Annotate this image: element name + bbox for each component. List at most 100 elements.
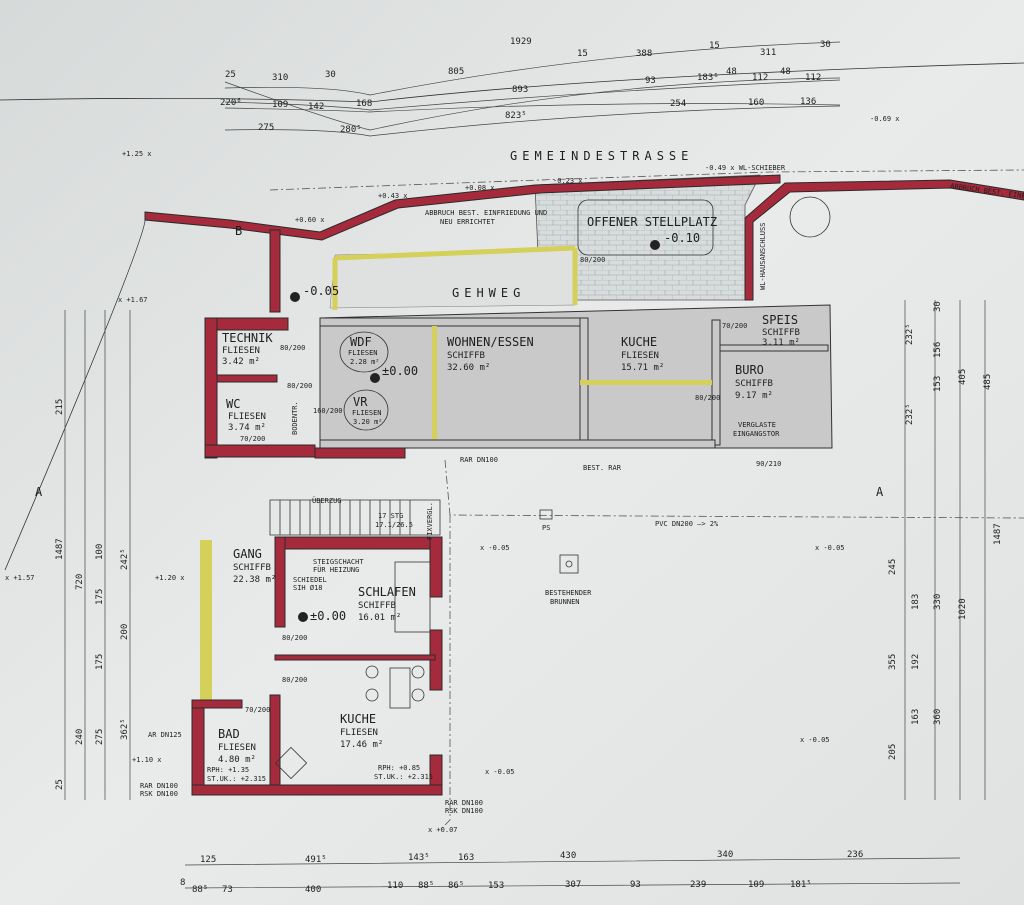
svg-text:SCHIFFB: SCHIFFB	[735, 379, 773, 389]
svg-text:30: 30	[820, 40, 831, 50]
sewer-line-south	[439, 515, 451, 831]
svg-text:+1.25 x: +1.25 x	[122, 150, 152, 158]
svg-text:+1.20 x: +1.20 x	[155, 574, 185, 582]
svg-text:80/200: 80/200	[287, 382, 312, 390]
svg-text:362⁵: 362⁵	[120, 718, 130, 740]
dimension-lines-right	[904, 300, 986, 800]
svg-text:192: 192	[911, 654, 921, 670]
svg-text:-0.23 x: -0.23 x	[553, 177, 583, 185]
svg-text:86⁵: 86⁵	[448, 881, 464, 891]
svg-text:110: 110	[387, 881, 403, 891]
svg-text:1487: 1487	[55, 538, 65, 560]
svg-text:FLIESEN: FLIESEN	[340, 728, 378, 738]
fence-wall-north	[144, 174, 781, 241]
svg-text:+1.10 x: +1.10 x	[132, 756, 162, 764]
boundary-line	[269, 169, 1024, 191]
svg-text:FLIESEN: FLIESEN	[621, 351, 659, 361]
svg-text:388: 388	[636, 49, 652, 59]
dimension-texts-left: 1487 720 242⁵ 362⁵ 275 240 200 175 100 1…	[55, 399, 130, 790]
svg-text:355: 355	[888, 654, 898, 670]
svg-text:70/200: 70/200	[240, 435, 265, 443]
svg-text:SCHIFFB: SCHIFFB	[358, 601, 396, 611]
svg-text:17 STG: 17 STG	[378, 512, 403, 520]
svg-text:112: 112	[805, 73, 821, 83]
wall-south	[319, 439, 716, 449]
svg-text:KUCHE: KUCHE	[621, 335, 657, 349]
dimension-lines-bottom	[184, 857, 961, 889]
dimension-texts-top: 1929 25 310 30 805 15 388 15 311 30 893 …	[220, 37, 831, 135]
sidewalk-label: GEHWEG	[452, 286, 525, 300]
svg-text:245: 245	[888, 559, 898, 575]
svg-text:30: 30	[933, 301, 943, 312]
svg-text:25: 25	[225, 70, 236, 80]
svg-text:PS: PS	[542, 524, 550, 532]
svg-text:RPH: +1.35: RPH: +1.35	[207, 766, 249, 774]
svg-text:275: 275	[258, 123, 274, 133]
svg-text:156: 156	[933, 342, 943, 358]
svg-text:RSK DN100: RSK DN100	[445, 807, 483, 815]
svg-text:BESTEHENDER: BESTEHENDER	[545, 589, 592, 597]
wall-bad-west	[191, 699, 205, 796]
wall-south-red	[314, 447, 406, 459]
svg-text:x +1.57: x +1.57	[5, 574, 35, 582]
svg-text:430: 430	[560, 851, 576, 861]
svg-text:163: 163	[911, 709, 921, 725]
svg-text:485: 485	[983, 374, 993, 390]
svg-text:WL-HAUSANSCHLUSS: WL-HAUSANSCHLUSS	[759, 223, 767, 290]
svg-text:93: 93	[630, 880, 641, 890]
dimension-texts-right: 232⁵ 156 30 153 405 485 232⁵ 1487 245 35…	[888, 301, 1003, 760]
wall-technik-wc	[216, 374, 278, 383]
svg-text:1929: 1929	[510, 37, 532, 47]
svg-text:310: 310	[272, 73, 288, 83]
svg-text:ÜBERZUG: ÜBERZUG	[312, 496, 342, 505]
svg-text:RAR DN100: RAR DN100	[140, 782, 178, 790]
wall-kitchen-office	[711, 319, 721, 446]
dimension-texts-bottom: 125 491⁵ 143⁵ 163 430 340 236 8 88⁵ 73 4…	[180, 850, 863, 895]
svg-text:3.20 m²: 3.20 m²	[353, 418, 383, 426]
svg-text:x +1.67: x +1.67	[118, 296, 148, 304]
svg-text:136: 136	[800, 97, 816, 107]
svg-text:153: 153	[933, 376, 943, 392]
svg-text:143⁵: 143⁵	[408, 853, 430, 863]
svg-text:80/200: 80/200	[282, 676, 307, 684]
svg-text:254: 254	[670, 99, 686, 109]
svg-text:1020: 1020	[958, 598, 968, 620]
svg-text:KUCHE: KUCHE	[340, 712, 376, 726]
svg-text:3.42 m²: 3.42 m²	[222, 357, 260, 367]
svg-text:ABBRUCH BEST. EINFRIEDUNG UND: ABBRUCH BEST. EINFRIEDUNG UND	[425, 209, 547, 217]
svg-text:x -0.05: x -0.05	[480, 544, 510, 552]
svg-text:17.46 m²: 17.46 m²	[340, 740, 383, 750]
svg-text:232⁵: 232⁵	[905, 403, 915, 425]
section-a-right: A	[876, 485, 884, 499]
section-b: B	[235, 224, 242, 238]
svg-text:1487: 1487	[993, 523, 1003, 545]
svg-text:236: 236	[847, 850, 863, 860]
svg-text:15: 15	[577, 49, 588, 59]
svg-text:FLIESEN: FLIESEN	[352, 409, 382, 417]
svg-text:280⁵: 280⁵	[340, 125, 362, 135]
svg-text:80/200: 80/200	[280, 344, 305, 352]
dimension-lines-top	[0, 41, 1024, 137]
svg-text:SCHIFFB: SCHIFFB	[233, 563, 271, 573]
svg-text:FLIESEN: FLIESEN	[222, 346, 260, 356]
insulation-strip	[432, 326, 437, 441]
svg-text:239: 239	[690, 880, 706, 890]
svg-text:8: 8	[180, 878, 185, 888]
svg-text:22.38 m²: 22.38 m²	[233, 575, 276, 585]
svg-text:-0.69 x: -0.69 x	[870, 115, 900, 123]
svg-text:112: 112	[752, 73, 768, 83]
svg-text:168: 168	[356, 99, 372, 109]
svg-text:15: 15	[709, 41, 720, 51]
svg-text:240: 240	[75, 729, 85, 745]
svg-text:32.60 m²: 32.60 m²	[447, 363, 490, 373]
svg-text:-0.49 x WL-SCHIEBER: -0.49 x WL-SCHIEBER	[705, 164, 786, 172]
svg-text:70/200: 70/200	[722, 322, 747, 330]
fence-wall-east	[744, 179, 1024, 301]
wall-north	[319, 317, 581, 327]
svg-text:2.28 m²: 2.28 m²	[350, 358, 380, 366]
